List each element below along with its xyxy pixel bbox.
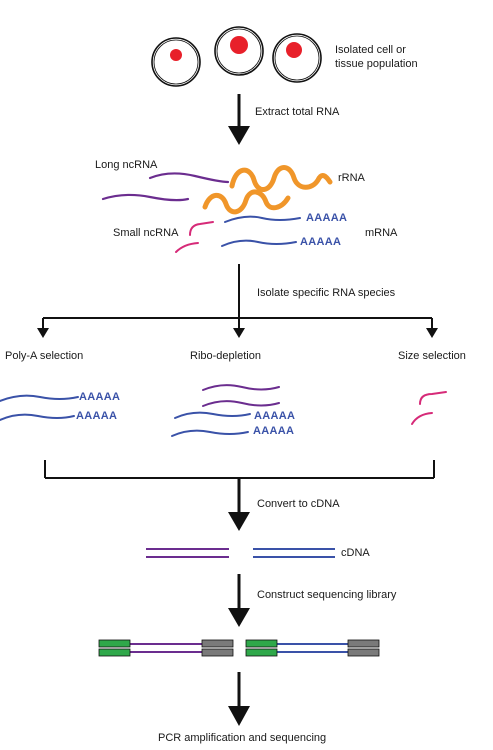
- cell: [214, 26, 264, 76]
- label-pcr: PCR amplification and sequencing: [158, 732, 327, 744]
- mrna-strands: [221, 215, 301, 247]
- ribo-strands: [171, 384, 280, 437]
- label-polya-selection: Poly-A selection: [5, 350, 84, 362]
- label-construct: Construct sequencing library: [257, 589, 397, 601]
- label-mrna: mRNA: [365, 227, 398, 239]
- merge-bracket: [44, 460, 435, 479]
- polya-tail-ribo-2: AAAAA: [253, 425, 295, 437]
- label-ribo-depletion: Ribo-depletion: [190, 350, 261, 362]
- polya-tail-ribo-1: AAAAA: [254, 410, 296, 422]
- branch-bar: [37, 317, 438, 338]
- label-small-ncrna: Small ncRNA: [113, 227, 179, 239]
- arrow-pcr: [228, 672, 250, 726]
- polya-strands: [0, 394, 79, 421]
- label-isolated-cells: Isolated cell or tissue population: [335, 44, 418, 70]
- label-isolate: Isolate specific RNA species: [257, 287, 396, 299]
- size-strands: [411, 391, 447, 425]
- arrow-extract: [228, 94, 250, 145]
- polya-tail-mrna-2: AAAAA: [300, 236, 342, 248]
- rrna-strands: [202, 165, 333, 215]
- label-long-ncrna: Long ncRNA: [95, 159, 158, 171]
- polya-tail-mrna-1: AAAAA: [306, 212, 348, 224]
- polya-tail-selection-2: AAAAA: [76, 410, 118, 422]
- label-size-selection: Size selection: [398, 350, 466, 362]
- library-fragment-purple: [98, 639, 234, 657]
- long-ncrna-strands: [101, 172, 230, 202]
- label-cdna: cDNA: [341, 547, 370, 559]
- cell: [272, 33, 322, 83]
- arrow-convert: [228, 478, 250, 531]
- arrow-library: [228, 574, 250, 627]
- small-ncrna-strands: [175, 221, 214, 253]
- polya-tail-selection-1: AAAAA: [79, 391, 121, 403]
- cell-population: [151, 26, 322, 87]
- cell: [151, 37, 201, 87]
- cdna-strands: [146, 548, 335, 558]
- label-convert: Convert to cDNA: [257, 498, 340, 510]
- library-fragment-blue: [245, 639, 380, 657]
- label-extract: Extract total RNA: [255, 106, 340, 118]
- label-rrna: rRNA: [338, 172, 365, 184]
